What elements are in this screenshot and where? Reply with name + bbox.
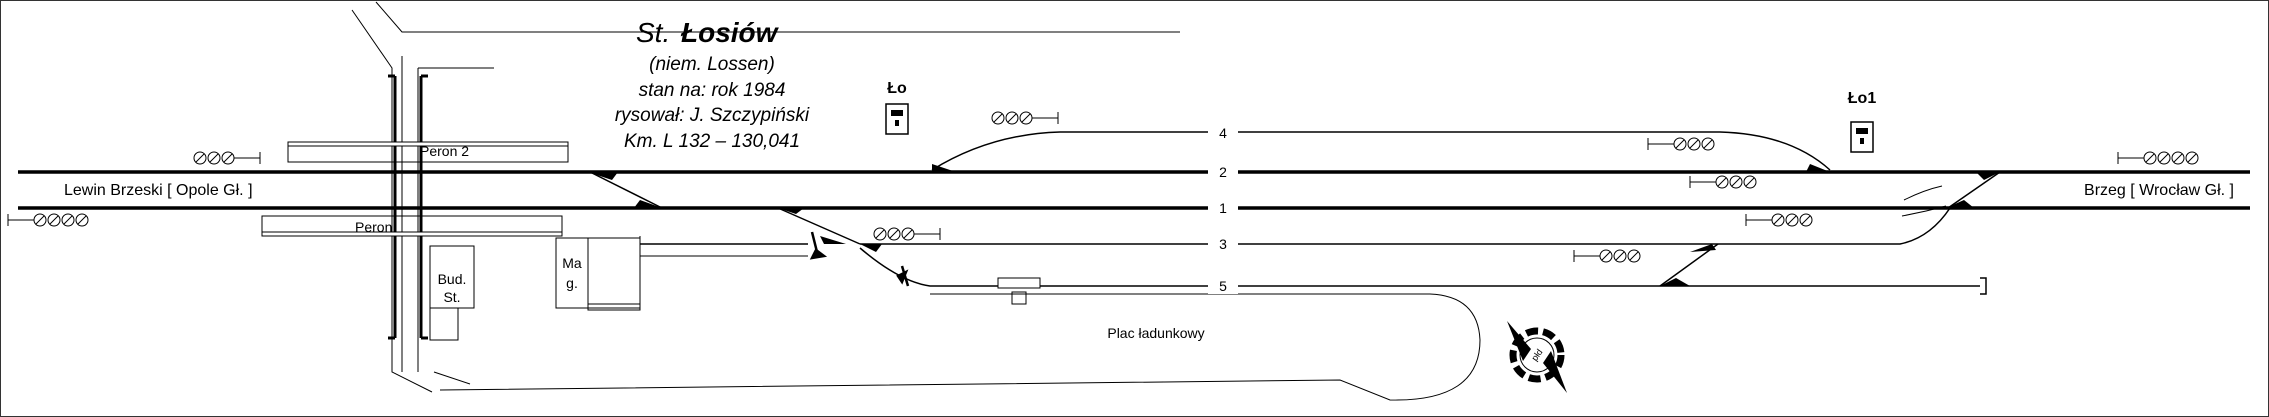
platform-label: Peron <box>355 219 392 235</box>
direction-west: Lewin Brzeski [ Opole Gł. ] <box>64 182 253 199</box>
track-number: 3 <box>1219 236 1227 252</box>
compass-icon: płd <box>1507 321 1567 393</box>
signal-box-label: Ło <box>887 80 907 97</box>
turnouts <box>588 164 2000 286</box>
station-name: Łosiów <box>680 17 780 48</box>
track-number: 1 <box>1219 200 1227 216</box>
signal-icon <box>1745 213 1813 227</box>
signal-icon <box>1647 137 1715 151</box>
loading-area-outline <box>439 293 1481 401</box>
drawn-by: rysował: J. Szczypiński <box>615 105 810 126</box>
signal-box-lo1-icon <box>1850 121 1874 153</box>
buildings <box>429 237 641 341</box>
signal-icon <box>991 111 1059 125</box>
track-number: 5 <box>1219 278 1227 294</box>
track-numbers: 4 2 1 3 5 <box>1208 124 1238 294</box>
warehouse-label: Ma <box>562 255 582 271</box>
signal-icon <box>1573 249 1641 263</box>
platform-label: Peron 2 <box>420 143 469 159</box>
station-prefix: St. <box>636 17 670 48</box>
signal-icon <box>193 151 261 165</box>
road <box>351 1 1180 393</box>
state-date: stan na: rok 1984 <box>639 80 786 101</box>
track-number: 4 <box>1219 125 1227 141</box>
signal-box-label: Ło1 <box>1848 90 1877 107</box>
direction-east: Brzeg [ Wrocław Gł. ] <box>2084 182 2234 199</box>
kilometre: Km. L 132 – 130,041 <box>624 131 800 152</box>
warehouse <box>555 237 589 309</box>
warehouse-label: g. <box>566 275 578 291</box>
tracks <box>18 131 2250 295</box>
loading-area-label: Plac ładunkowy <box>1107 325 1204 341</box>
derails <box>809 231 910 287</box>
weighbridge <box>997 277 1041 305</box>
signals <box>7 111 2199 263</box>
signal-icon <box>873 227 941 241</box>
platforms <box>261 141 569 237</box>
station-building-label: Bud. <box>438 271 467 287</box>
signal-icon <box>1689 175 1757 189</box>
track-4 <box>931 131 1208 171</box>
station-building-label: St. <box>443 289 460 305</box>
track-number: 2 <box>1219 164 1227 180</box>
signal-icon <box>7 213 89 227</box>
signal-icon <box>2117 151 2199 165</box>
signal-box-lo-icon <box>885 103 909 135</box>
former-name: (niem. Lossen) <box>649 54 775 75</box>
